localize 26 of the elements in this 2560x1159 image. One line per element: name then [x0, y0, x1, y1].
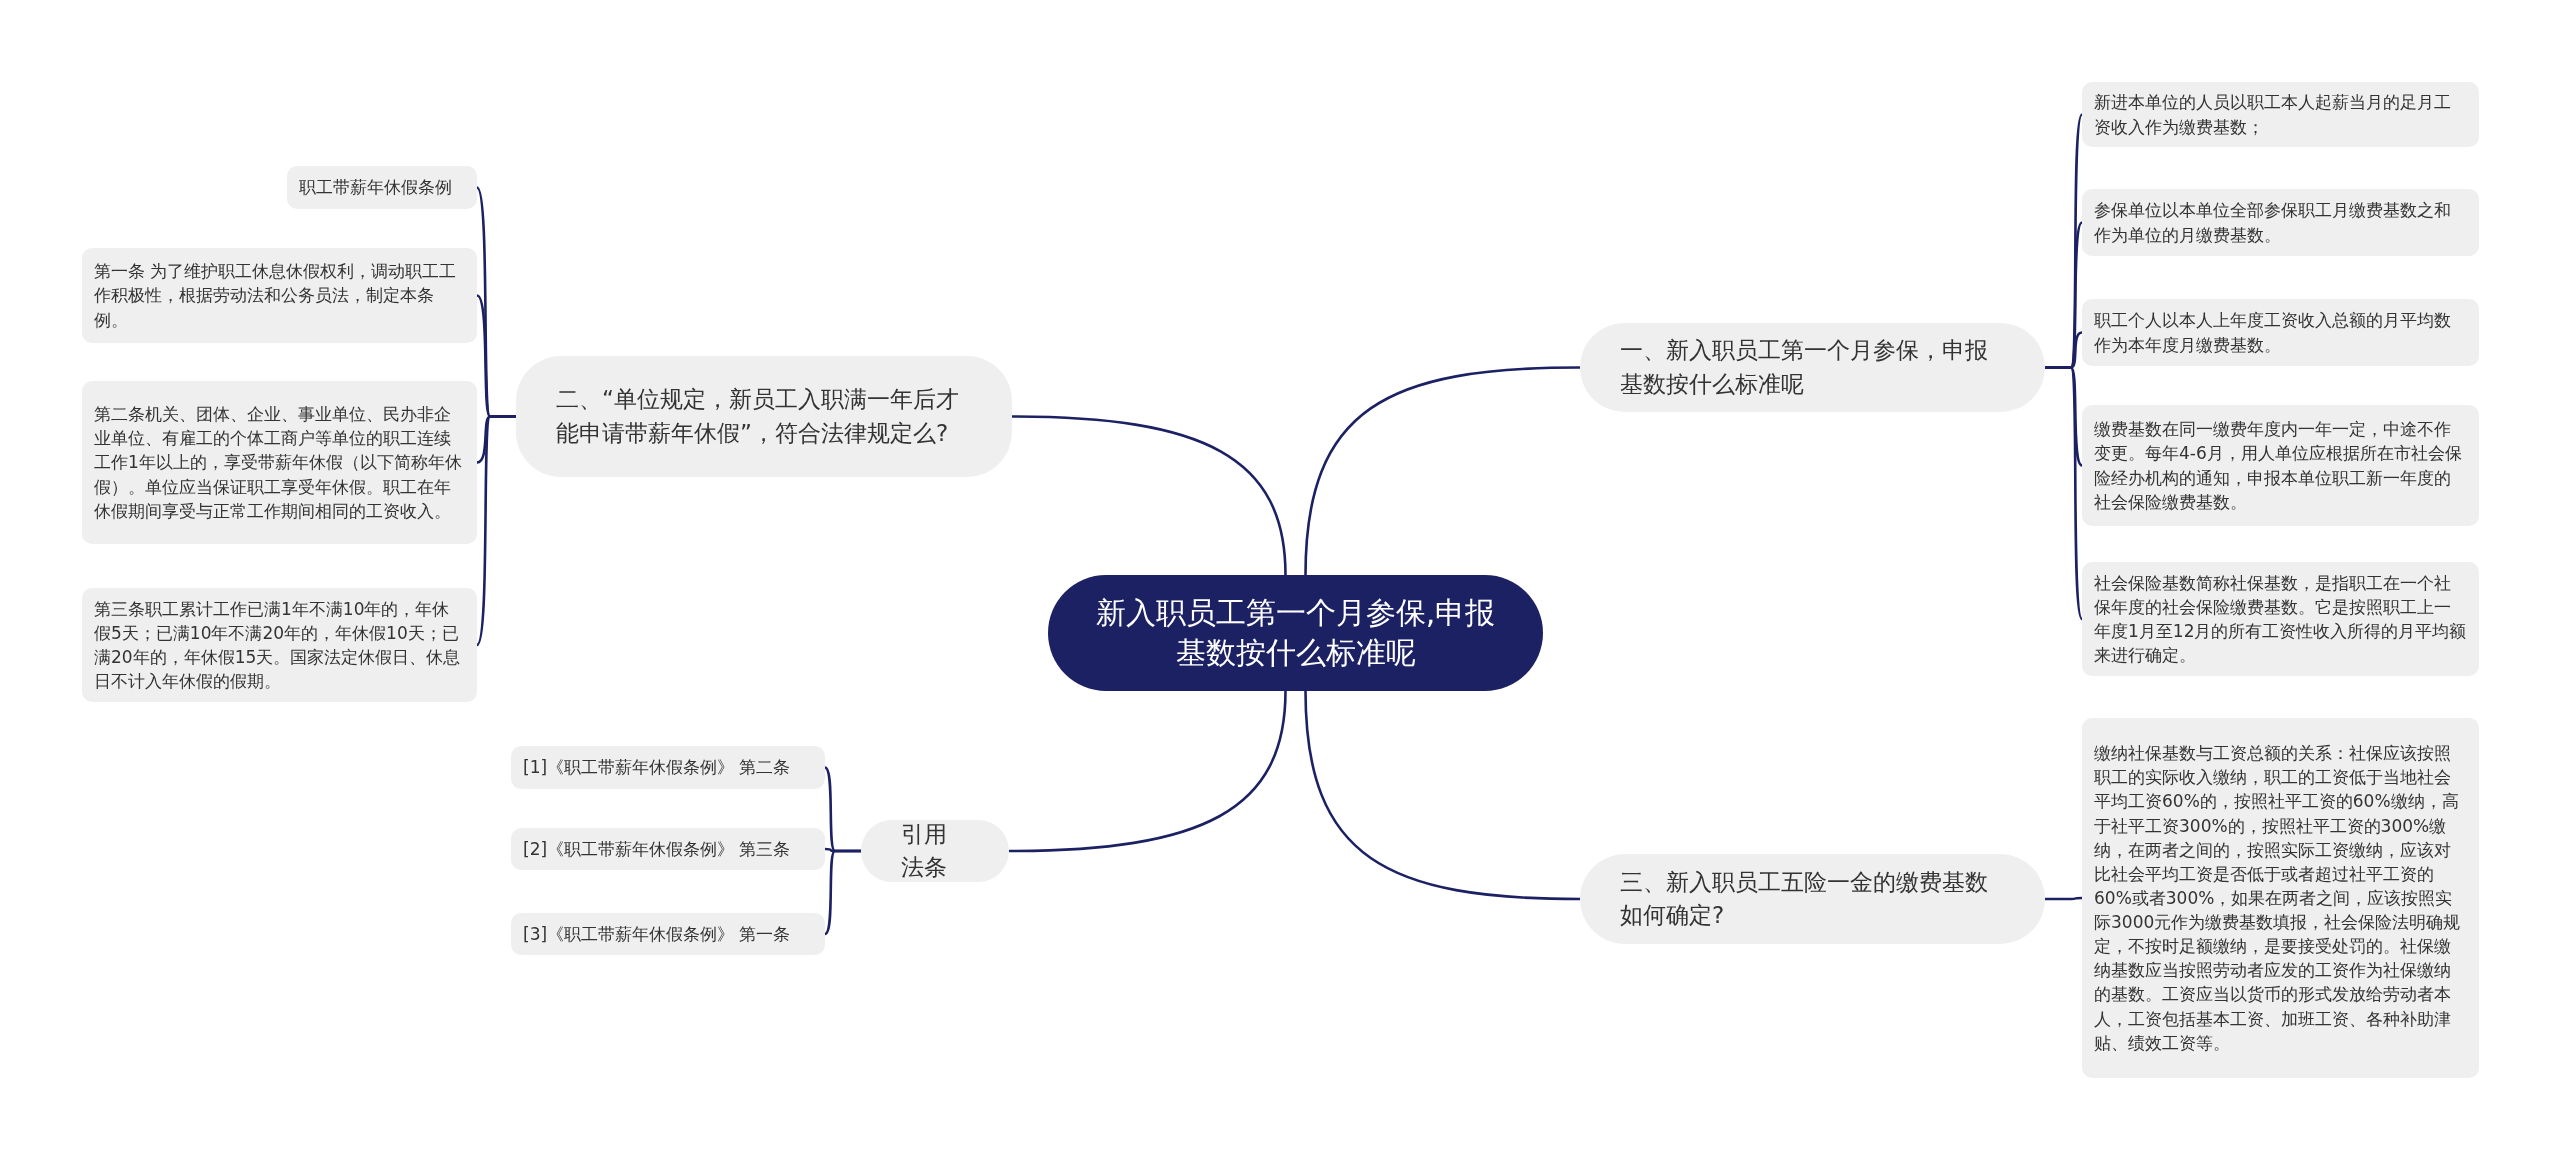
note-box: 职工带薪年休假条例: [287, 166, 477, 209]
reference-box: [3]《职工带薪年休假条例》 第一条: [511, 913, 825, 955]
connector-line: [824, 849, 861, 935]
reference-box: [2]《职工带薪年休假条例》 第三条: [511, 828, 825, 870]
note-box: 社会保险基数简称社保基数，是指职工在一个社保年度的社会保险缴费基数。它是按照职工上一年度1月至12月的所有工资性收入所得的月平均额来进行确定。: [2082, 562, 2479, 676]
reference-box: [1]《职工带薪年休假条例》 第二条: [511, 746, 825, 789]
connector-line: [1011, 415, 1287, 576]
branch-topic: 三、新入职员工五险一金的缴费基数如何确定?: [1580, 854, 2045, 944]
note-box: 缴费基数在同一缴费年度内一年一定，中途不作变更。每年4-6月，用人单位应根据所在市社会保险经办机构的通知，申报本单位职工新一年度的社会保险缴费基数。: [2082, 405, 2479, 526]
connector-line: [1304, 690, 1581, 901]
connector-line: [2045, 366, 2084, 620]
note-box: 职工个人以本人上年度工资收入总额的月平均数作为本年度月缴费基数。: [2082, 299, 2479, 366]
central-topic: 新入职员工第一个月参保,申报基数按什么标准呢: [1048, 575, 1543, 691]
branch-topic: 引用法条: [861, 820, 1009, 882]
branch-topic: 二、“单位规定，新员工入职满一年后才能申请带薪年休假”，符合法律规定么?: [516, 356, 1012, 477]
connector-line: [1304, 366, 1581, 576]
connector-line: [2045, 896, 2082, 901]
note-box: 第三条职工累计工作已满1年不满10年的，年休假5天；已满10年不满20年的，年休假10天；已满20年的，年休假15天。国家法定休假日、休息日不计入年休假的假期。: [82, 588, 477, 702]
note-box: 新进本单位的人员以职工本人起薪当月的足月工资收入作为缴费基数；: [2082, 82, 2479, 147]
note-box: 第一条 为了维护职工休息休假权利，调动职工工作积极性，根据劳动法和公务员法，制定本条例。: [82, 248, 477, 343]
note-box: 缴纳社保基数与工资总额的关系：社保应该按照职工的实际收入缴纳，职工的工资低于当地社会平均工资60%的，按照社平工资的60%缴纳，高于社平工资300%的，按照社平工资的300%缴纳，在两者之间的，按照实际工资缴纳，应该对比社会平均工资是否低于或者超过社平工资的60%或者300%，如果在两者之间，应该按照实际3000元作为缴费基数填报，社会保险法明确规定，不按时足额缴纳，是要接受处罚的。社保缴纳基数应当按照劳动者应发的工资作为社保缴纳的基数。工资应当以货币的形式发放给劳动者本人，工资包括基本工资、加班工资、各种补助津贴、绩效工资等。: [2082, 718, 2479, 1078]
note-box: 第二条机关、团体、企业、事业单位、民办非企业单位、有雇工的个体工商户等单位的职工连续工作1年以上的，享受带薪年休假（以下简称年休假）。单位应当保证职工享受年休假。职工在年休假期间享受与正常工作期间相同的工资收入。: [82, 381, 477, 544]
branch-topic: 一、新入职员工第一个月参保，申报基数按什么标准呢: [1580, 323, 2045, 412]
connector-line: [1008, 690, 1287, 853]
connector-line: [475, 415, 516, 646]
note-box: 参保单位以本单位全部参保职工月缴费基数之和作为单位的月缴费基数。: [2082, 189, 2479, 256]
